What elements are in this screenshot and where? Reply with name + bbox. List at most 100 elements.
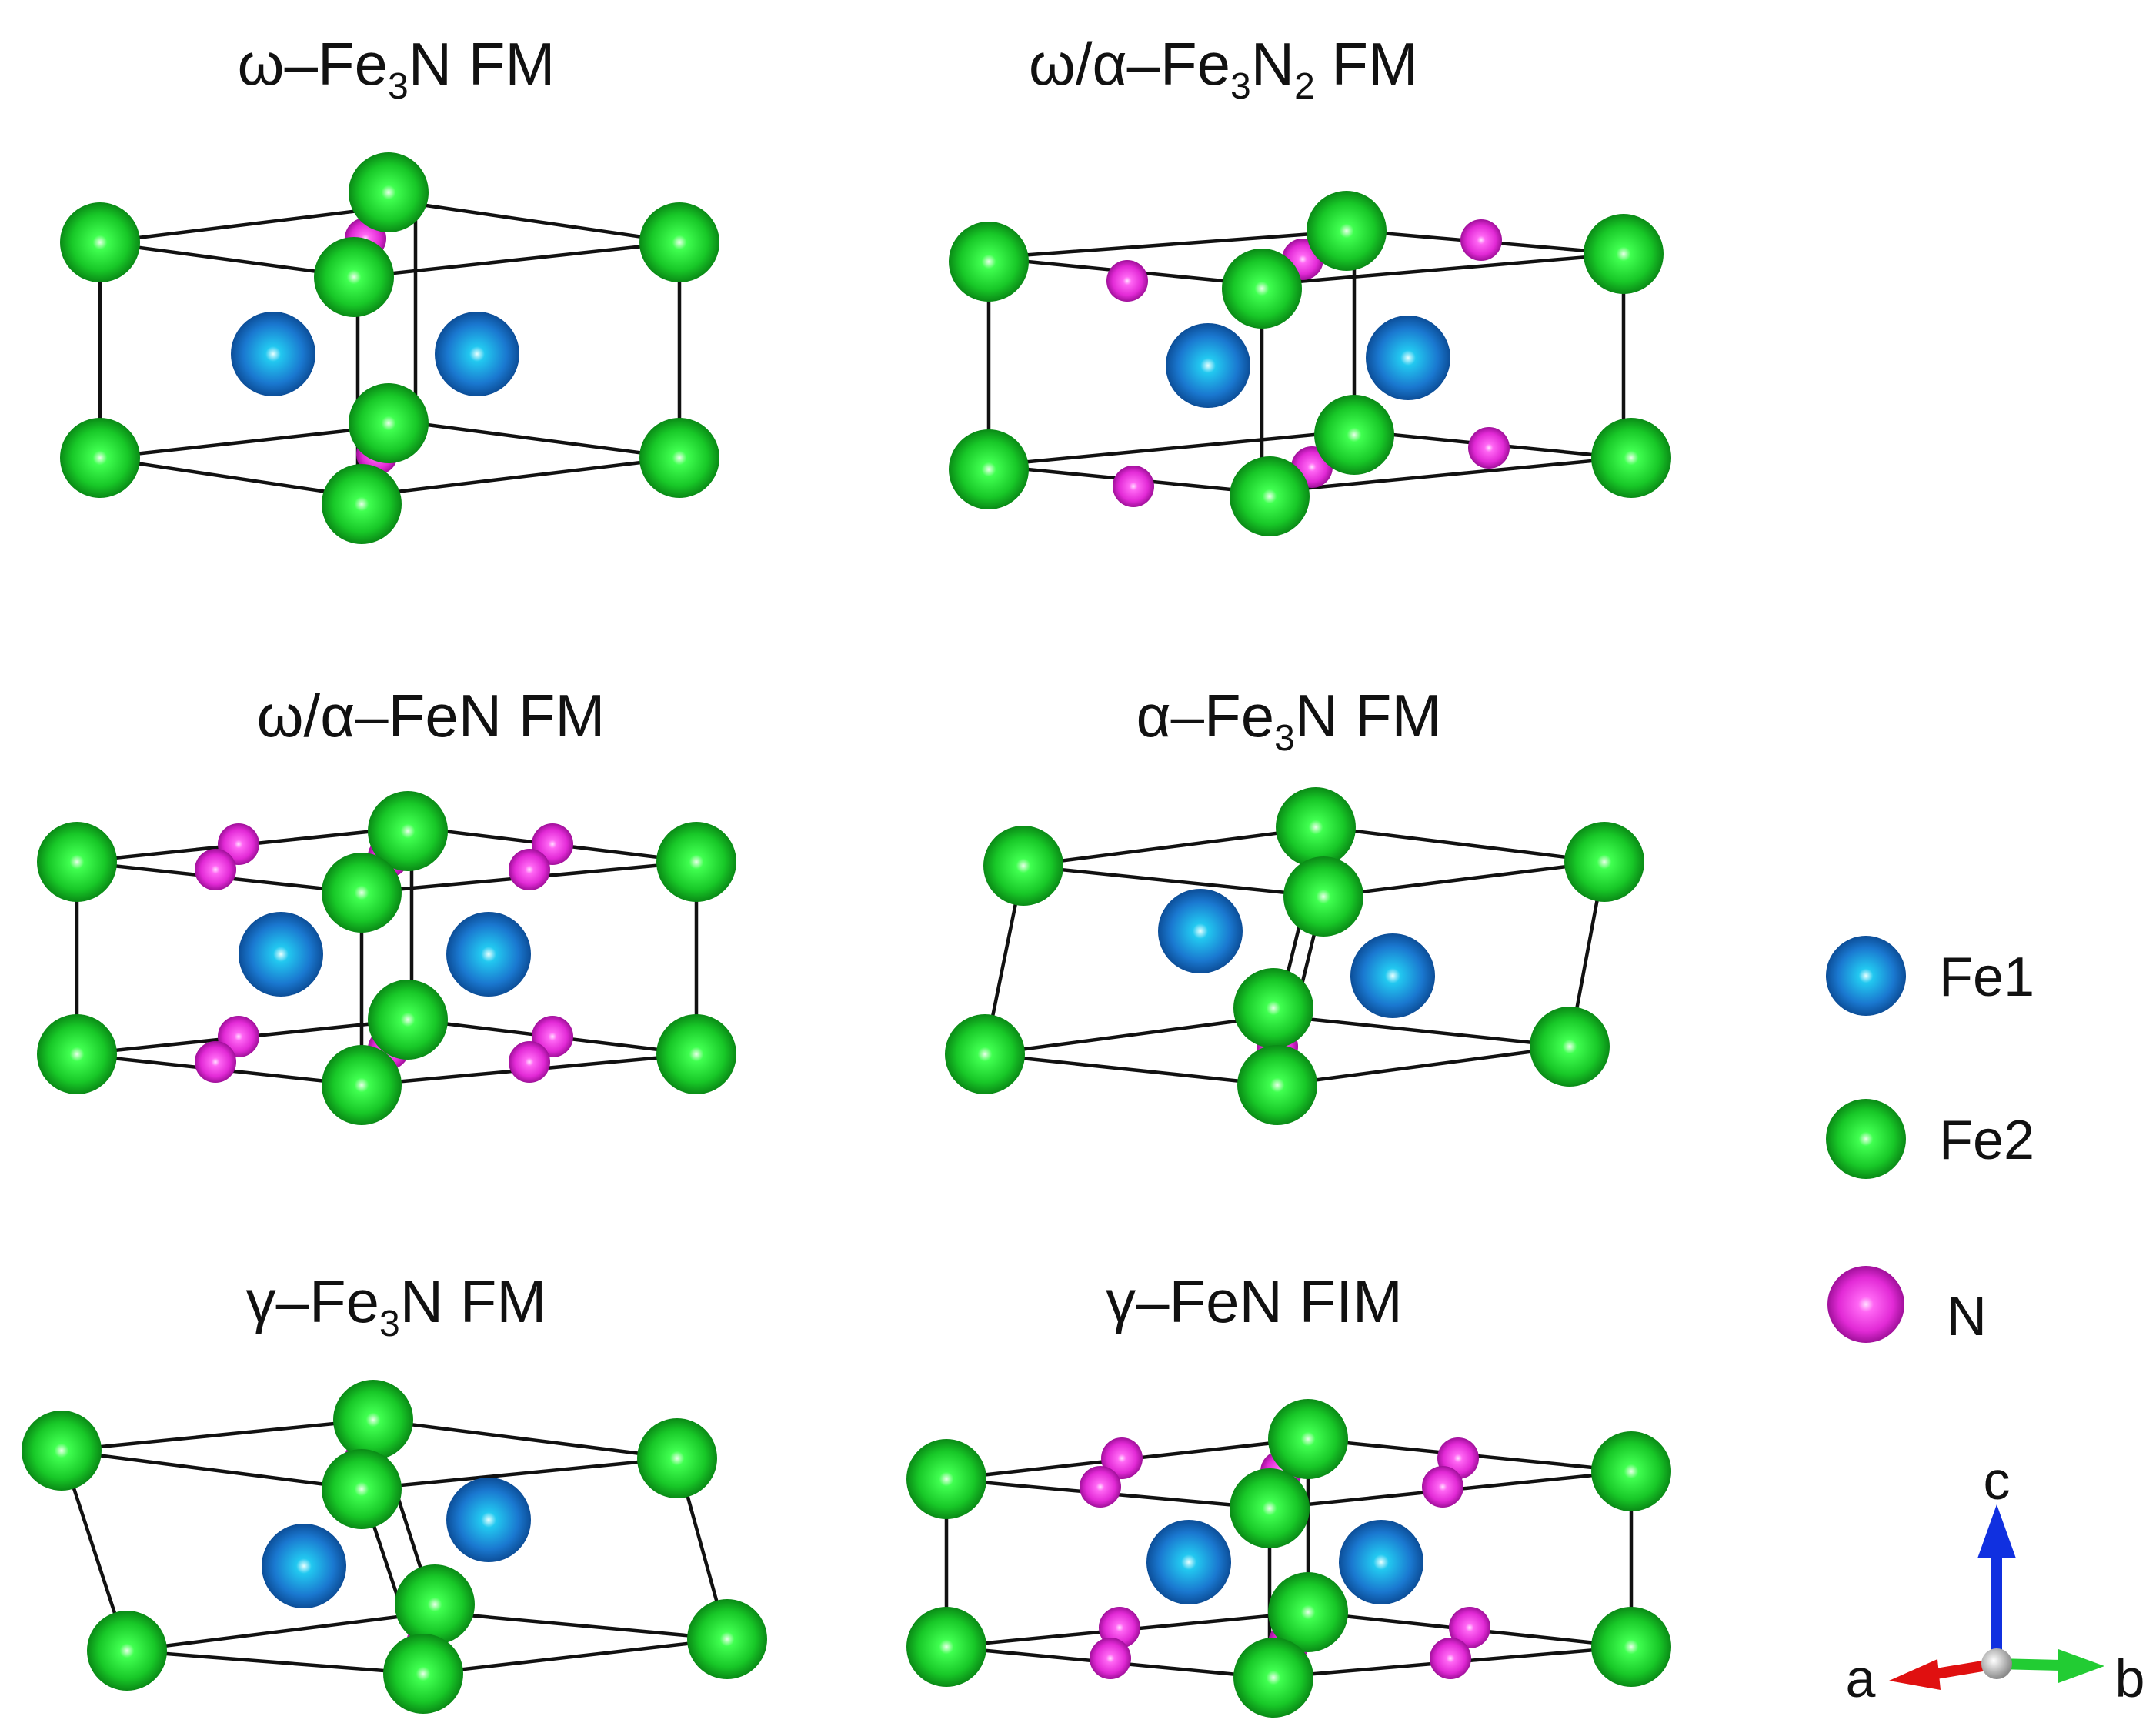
fe2-atom: [314, 237, 394, 317]
unit-cell-edge: [1321, 860, 1607, 899]
unit-cell-edge: [421, 1637, 729, 1676]
fe2-atom: [656, 1014, 736, 1094]
panel-title-gamma-fe3n: γ–Fe3N FM: [246, 1267, 547, 1344]
fe2-atom: [1591, 1607, 1671, 1687]
axis-c-arrowhead: [1977, 1504, 2016, 1558]
fe2-atom: [906, 1607, 986, 1687]
structure-gamma-fen: [906, 1399, 1671, 1718]
fe2-atom: [1230, 456, 1310, 536]
unit-cell-edge: [125, 1610, 437, 1653]
unit-cell-edge: [1321, 825, 1607, 864]
fe2-atom: [1222, 249, 1302, 329]
unit-cell-edge: [983, 1013, 1280, 1057]
n-atom: [195, 849, 236, 890]
unit-cell-edge: [355, 240, 682, 279]
unit-cell-edge: [986, 429, 1357, 468]
n-atom: [195, 1041, 236, 1083]
legend-fe1-sphere: [1826, 936, 1906, 1016]
fe2-atom: [1233, 968, 1313, 1048]
structure-omega-alpha-fen: [37, 791, 736, 1125]
fe2-atom: [1591, 1431, 1671, 1511]
axis-b-arrowhead: [2058, 1649, 2104, 1683]
unit-cell-edge: [1021, 863, 1326, 899]
fe2-atom: [1591, 418, 1671, 498]
fe2-atom: [1314, 395, 1394, 475]
n-atom: [1460, 219, 1502, 261]
n-atom: [1449, 1607, 1490, 1648]
unit-cell-edge: [355, 456, 682, 499]
unit-cell-edge: [413, 421, 682, 460]
unit-cell-edge: [371, 1417, 679, 1461]
fe2-atom: [949, 429, 1029, 509]
fe2-atom: [22, 1411, 102, 1491]
fe2-atom: [60, 202, 140, 282]
unit-cell-edge: [432, 1610, 729, 1641]
fe2-atom: [333, 1380, 413, 1460]
fe2-atom: [639, 418, 719, 498]
fe1-atom: [446, 1478, 531, 1562]
unit-cell-edge: [983, 1052, 1280, 1087]
structure-omega-alpha-fe3n2: [949, 191, 1671, 536]
unit-cell-edge: [59, 1417, 375, 1453]
fe2-atom: [1307, 191, 1387, 271]
fe2-atom: [1268, 1572, 1348, 1652]
structure-alpha-fe3n: [945, 787, 1644, 1125]
structure-omega-fe3n: [60, 152, 719, 544]
fe2-atom: [395, 1564, 475, 1645]
panel-title-omega-alpha-fen: ω/α–FeN FM: [257, 682, 606, 750]
fe2-atom: [37, 822, 117, 902]
fe2-atom: [322, 853, 402, 933]
unit-cell-edge: [1260, 456, 1626, 495]
fe1-atom: [1158, 889, 1243, 973]
fe1-atom: [231, 312, 315, 396]
fe2-atom: [949, 222, 1029, 302]
axis-c-label: c: [1984, 1451, 2011, 1511]
n-atom: [1101, 1437, 1143, 1479]
n-atom: [1468, 427, 1510, 469]
panel-title-alpha-fe3n: α–Fe3N FM: [1136, 682, 1442, 759]
fe2-atom: [368, 791, 448, 871]
axis-a-arrowhead: [1889, 1659, 1941, 1690]
fe2-atom: [1283, 856, 1363, 937]
n-atom: [1422, 1466, 1463, 1508]
fe1-atom: [1366, 316, 1450, 400]
fe1-atom: [1146, 1520, 1231, 1604]
fe2-atom: [1530, 1007, 1610, 1087]
unit-cell-edge: [359, 1456, 679, 1491]
fe1-atom: [1166, 323, 1250, 408]
fe2-atom: [637, 1418, 717, 1498]
fe2-atom: [349, 383, 429, 463]
unit-cell-edge: [986, 229, 1357, 260]
legend-n-sphere: [1827, 1266, 1904, 1343]
fe2-atom: [383, 1634, 463, 1714]
axis-b-label: b: [2115, 1648, 2145, 1708]
fe2-atom: [322, 1045, 402, 1125]
unit-cell-edge: [1275, 1013, 1572, 1049]
fe2-atom: [906, 1439, 986, 1519]
legend-n-label: N: [1947, 1286, 1987, 1347]
unit-cell-edge: [1021, 825, 1326, 868]
n-atom: [1106, 260, 1148, 302]
legend-fe2-sphere: [1826, 1099, 1906, 1179]
fe2-atom: [1564, 822, 1644, 902]
unit-cell-edge: [1275, 1044, 1572, 1087]
legend: Fe1 Fe2 N: [1826, 936, 2034, 1347]
fe2-atom: [322, 464, 402, 544]
n-atom: [1090, 1638, 1131, 1679]
fe2-atom: [1233, 1638, 1313, 1718]
fe1-atom: [262, 1524, 346, 1608]
legend-fe1-label: Fe1: [1939, 947, 2034, 1008]
n-atom: [1080, 1466, 1121, 1508]
fe2-atom: [945, 1014, 1025, 1094]
panel-title-omega-fe3n: ω–Fe3N FM: [238, 30, 556, 107]
fe2-atom: [87, 1611, 167, 1691]
unit-cell-edge: [125, 1648, 426, 1676]
n-atom: [1113, 466, 1154, 507]
fe2-atom: [1584, 214, 1664, 294]
fe2-atom: [349, 152, 429, 232]
fe2-atom: [1230, 1468, 1310, 1548]
n-atom: [1430, 1638, 1471, 1679]
n-atom: [509, 1041, 550, 1083]
fe2-atom: [322, 1449, 402, 1529]
